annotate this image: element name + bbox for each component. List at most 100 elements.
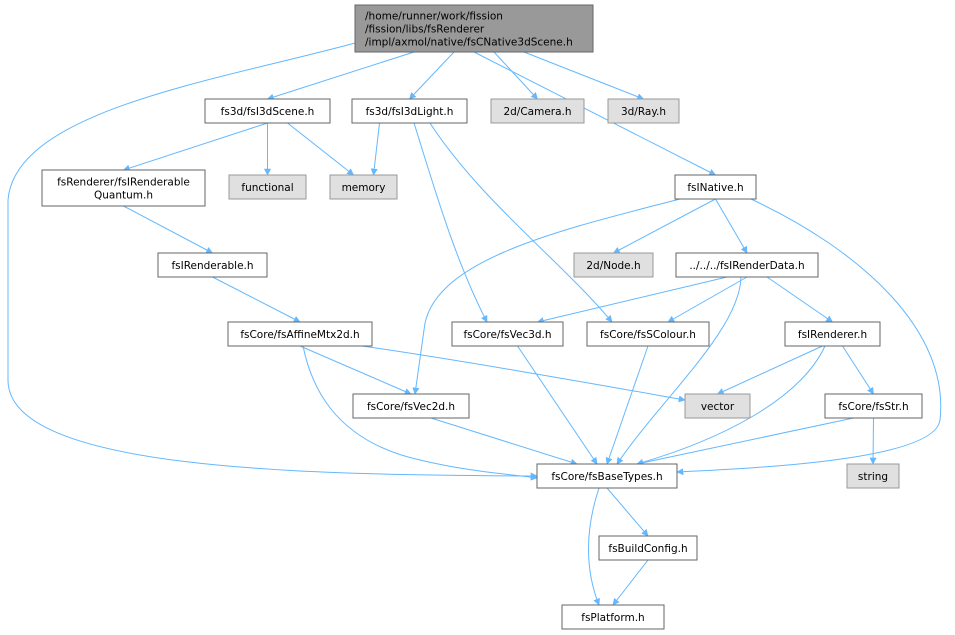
node-vector: vector xyxy=(684,393,751,419)
node-renderable[interactable]: fsIRenderable.h xyxy=(157,252,268,278)
node-renderdata[interactable]: ../../../fsIRenderData.h xyxy=(675,252,819,278)
edge-scolour-to-basetypes xyxy=(605,345,649,465)
node-functional: functional xyxy=(228,174,307,200)
edge-renderdata-to-vec3d xyxy=(536,276,728,324)
node-box xyxy=(329,174,398,200)
edge-i3dlight-to-scolour xyxy=(429,122,613,323)
nodes-layer: /home/runner/work/fission/fission/libs/f… xyxy=(41,4,923,630)
node-box xyxy=(607,98,680,124)
edge-vec3d-to-basetypes xyxy=(517,345,598,465)
node-label: fs3d/fsI3dLight.h xyxy=(366,106,454,118)
node-node2d: 2d/Node.h xyxy=(573,252,654,278)
node-i3dscene[interactable]: fs3d/fsI3dScene.h xyxy=(204,98,331,124)
node-ray: 3d/Ray.h xyxy=(607,98,680,124)
edge-inative-to-basetypes xyxy=(676,198,942,476)
edge-inative-to-node2d xyxy=(612,198,716,254)
node-i3dlight[interactable]: fs3d/fsI3dLight.h xyxy=(351,98,468,124)
node-box xyxy=(228,174,307,200)
node-label: fsIRenderable.h xyxy=(171,260,253,272)
node-label: 2d/Node.h xyxy=(586,260,640,272)
node-label: Quantum.h xyxy=(94,190,153,202)
node-label: 2d/Camera.h xyxy=(503,106,571,118)
node-label: /home/runner/work/fission xyxy=(365,11,503,23)
edge-basetypes-to-buildconfig xyxy=(606,487,649,537)
node-label: /impl/axmol/native/fsCNative3dScene.h xyxy=(365,37,573,49)
edge-root-to-basetypes xyxy=(7,42,538,480)
node-basetypes[interactable]: fsCore/fsBaseTypes.h xyxy=(536,463,678,489)
node-box xyxy=(536,463,678,489)
node-box xyxy=(675,252,819,278)
edge-i3dscene-to-memory xyxy=(287,122,355,176)
node-string: string xyxy=(846,463,900,489)
node-box xyxy=(674,174,757,200)
node-label: /fission/libs/fsRenderer xyxy=(365,24,485,36)
edge-irenderer-to-vector xyxy=(716,345,823,395)
node-label: fs3d/fsI3dScene.h xyxy=(221,106,315,118)
edge-renderdata-to-scolour xyxy=(667,276,748,323)
node-box xyxy=(204,98,331,124)
node-label: fsINative.h xyxy=(687,182,743,194)
edge-root-to-camera xyxy=(493,51,538,100)
edge-root-to-i3dscene xyxy=(266,51,415,101)
node-irenderer[interactable]: fsIRenderer.h xyxy=(784,321,881,347)
node-box xyxy=(784,321,881,347)
node-box xyxy=(586,321,710,347)
edge-inative-to-vec2d xyxy=(412,198,681,395)
edge-str-to-string xyxy=(869,417,877,465)
node-buildconfig[interactable]: fsBuildConfig.h xyxy=(598,535,698,561)
edge-inative-to-renderdata xyxy=(715,198,748,254)
edges-layer xyxy=(7,42,942,606)
node-box xyxy=(573,252,654,278)
edge-affine-to-basetypes xyxy=(302,345,538,481)
node-label: ../../../fsIRenderData.h xyxy=(689,260,804,272)
edge-renderdata-to-irenderer xyxy=(766,276,834,323)
node-box xyxy=(846,463,900,489)
node-inative[interactable]: fsINative.h xyxy=(674,174,757,200)
edge-i3dscene-to-quantum xyxy=(122,122,268,172)
edge-str-to-basetypes xyxy=(636,417,854,467)
node-label: fsIRenderer.h xyxy=(798,329,867,341)
node-vec2d[interactable]: fsCore/fsVec2d.h xyxy=(352,393,470,419)
edge-vec2d-to-basetypes xyxy=(430,417,578,466)
edge-buildconfig-to-platform xyxy=(612,559,649,606)
edge-irenderer-to-basetypes xyxy=(636,345,826,466)
node-label: fsCore/fsSColour.h xyxy=(600,329,696,341)
node-affine[interactable]: fsCore/fsAffineMtx2d.h xyxy=(227,321,373,347)
edge-affine-to-vector xyxy=(361,345,686,403)
edge-affine-to-vec2d xyxy=(299,345,412,395)
node-box xyxy=(157,252,268,278)
edge-renderable-to-affine xyxy=(212,276,301,323)
node-str[interactable]: fsCore/fsStr.h xyxy=(824,393,923,419)
node-label: fsCore/fsStr.h xyxy=(838,401,908,413)
node-label: vector xyxy=(701,401,735,413)
node-camera: 2d/Camera.h xyxy=(490,98,585,124)
node-scolour[interactable]: fsCore/fsSColour.h xyxy=(586,321,710,347)
edge-irenderer-to-str xyxy=(842,345,874,395)
node-root[interactable]: /home/runner/work/fission/fission/libs/f… xyxy=(354,4,594,53)
edge-i3dlight-to-memory xyxy=(370,122,380,176)
edge-quantum-to-renderable xyxy=(123,205,214,254)
node-vec3d[interactable]: fsCore/fsVec3d.h xyxy=(451,321,564,347)
node-box xyxy=(227,321,373,347)
node-box xyxy=(351,98,468,124)
edge-renderdata-to-basetypes xyxy=(616,276,742,465)
node-label: fsBuildConfig.h xyxy=(608,543,687,555)
node-label: fsCore/fsAffineMtx2d.h xyxy=(240,329,359,341)
node-label: fsCore/fsBaseTypes.h xyxy=(551,471,662,483)
node-box xyxy=(451,321,564,347)
node-platform[interactable]: fsPlatform.h xyxy=(561,604,665,630)
edge-i3dlight-to-vec3d xyxy=(413,122,488,323)
node-box xyxy=(490,98,585,124)
node-label: functional xyxy=(241,182,293,194)
node-label: string xyxy=(858,471,888,483)
node-box xyxy=(354,4,594,53)
node-label: fsPlatform.h xyxy=(581,612,644,624)
node-box xyxy=(561,604,665,630)
node-label: 3d/Ray.h xyxy=(621,106,666,118)
node-label: fsRenderer/fsIRenderable xyxy=(57,177,190,189)
edge-root-to-inative xyxy=(473,51,717,176)
node-label: memory xyxy=(342,182,386,194)
